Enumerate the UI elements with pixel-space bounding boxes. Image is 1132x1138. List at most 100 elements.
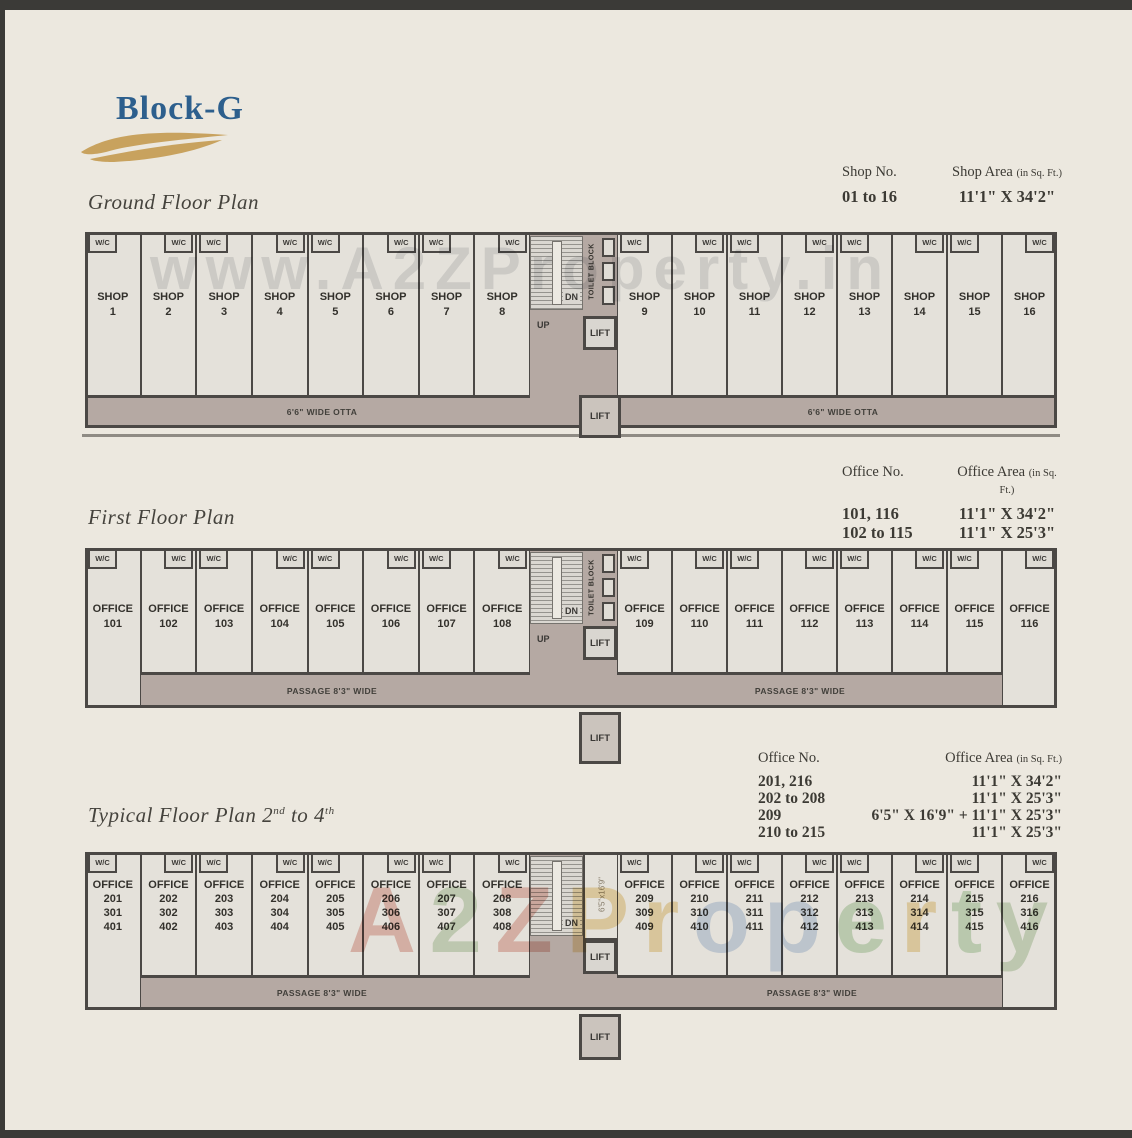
wc-box: W/C bbox=[498, 548, 527, 569]
unit-type-label: OFFICE bbox=[954, 603, 995, 615]
unit-number: 407 bbox=[437, 921, 456, 933]
wc-box: W/C bbox=[915, 548, 944, 569]
unit-type-label: OFFICE bbox=[1009, 603, 1050, 615]
bottom-strip-label-left: PASSAGE 8'3" WIDE bbox=[276, 988, 368, 998]
spec-no-header: Office No. bbox=[758, 750, 820, 766]
unit-number: 310 bbox=[690, 907, 709, 919]
spec-no-value: 210 to 215 bbox=[758, 824, 826, 841]
bottom-strip-label-left: 6'6" WIDE OTTA bbox=[286, 407, 358, 417]
unit-number: 408 bbox=[493, 921, 512, 933]
unit-type-label: SHOP bbox=[738, 291, 771, 303]
frame-bottom-edge bbox=[0, 1130, 1132, 1138]
staircase: DN bbox=[530, 236, 583, 310]
unit-type-label: SHOP bbox=[1013, 291, 1046, 303]
unit-number: 14 bbox=[913, 306, 926, 318]
wc-box: W/C bbox=[620, 548, 649, 569]
first-floor-heading: First Floor Plan bbox=[88, 505, 235, 529]
unit-type-label: OFFICE bbox=[679, 879, 720, 891]
unit-number: 8 bbox=[499, 306, 506, 318]
unit-number: 110 bbox=[690, 618, 709, 630]
wc-box: W/C bbox=[805, 852, 834, 873]
unit-number: 108 bbox=[493, 618, 512, 630]
unit-number: 203 bbox=[214, 893, 234, 905]
wc-box: W/C bbox=[386, 232, 416, 253]
stairs-down-label: DN bbox=[563, 918, 580, 928]
unit-type-label: OFFICE bbox=[899, 879, 940, 891]
unit-type-label: OFFICE bbox=[679, 603, 720, 615]
lower-lift: LIFT bbox=[579, 1014, 621, 1060]
spec-area-header: Office Area (in Sq. Ft.) bbox=[950, 464, 1064, 504]
unit-number: 213 bbox=[855, 893, 874, 905]
wc-box: W/C bbox=[88, 852, 117, 873]
staircase: DN bbox=[530, 856, 583, 936]
unit-number: 9 bbox=[641, 306, 648, 318]
unit-number: 16 bbox=[1023, 306, 1036, 318]
unit-type-label: SHOP bbox=[319, 291, 351, 303]
unit-number: 301 bbox=[103, 907, 122, 919]
typical-heading-text-b: to 4 bbox=[285, 803, 326, 827]
unit-number: 107 bbox=[437, 618, 456, 630]
unit-type-label: OFFICE bbox=[789, 603, 830, 615]
wc-box: W/C bbox=[310, 232, 340, 253]
toilet-stall bbox=[602, 578, 615, 597]
unit-number: 411 bbox=[745, 921, 764, 933]
spec-no-header: Shop No. bbox=[842, 164, 897, 180]
unit-type-label: OFFICE bbox=[734, 603, 775, 615]
unit-type-label: OFFICE bbox=[315, 603, 356, 615]
unit-number: 215 bbox=[965, 893, 984, 905]
spec-area-value: 11'1" X 25'3" bbox=[958, 523, 1056, 542]
unit-number: 303 bbox=[214, 907, 234, 919]
spec-header-row: Shop No.Shop Area (in Sq. Ft.) bbox=[838, 164, 1064, 187]
wc-box: W/C bbox=[275, 548, 305, 569]
wc-box: W/C bbox=[199, 232, 229, 253]
toilet-stall bbox=[602, 262, 615, 281]
wc-box: W/C bbox=[1025, 852, 1054, 873]
typical-heading-sup-b: th bbox=[325, 805, 335, 817]
wc-box: W/C bbox=[88, 232, 117, 253]
unit-number: 15 bbox=[968, 306, 981, 318]
wc-box: W/C bbox=[695, 852, 724, 873]
unit-type-label: OFFICE bbox=[259, 879, 300, 891]
spec-area-value: 11'1" X 25'3" bbox=[971, 790, 1062, 807]
spec-area-header-sub: (in Sq. Ft.) bbox=[999, 468, 1057, 496]
wc-box: W/C bbox=[915, 852, 944, 873]
wc-box: W/C bbox=[421, 852, 451, 873]
stairs-down-label: DN bbox=[563, 606, 580, 616]
unit-number: 315 bbox=[965, 907, 984, 919]
spec-area-header-text: Shop Area bbox=[952, 164, 1017, 180]
spec-area-value: 11'1" X 34'2" bbox=[958, 504, 1056, 523]
wc-box: W/C bbox=[950, 548, 979, 569]
block-title: Block-G bbox=[116, 90, 244, 127]
unit-number: 413 bbox=[855, 921, 874, 933]
wc-box: W/C bbox=[950, 852, 979, 873]
frame-left-edge bbox=[0, 0, 5, 1138]
frame-top-edge bbox=[0, 0, 1132, 10]
wc-box: W/C bbox=[730, 548, 759, 569]
unit-type-label: OFFICE bbox=[370, 603, 412, 615]
unit-type-label: SHOP bbox=[152, 291, 185, 303]
unit-type-label: SHOP bbox=[628, 291, 661, 303]
